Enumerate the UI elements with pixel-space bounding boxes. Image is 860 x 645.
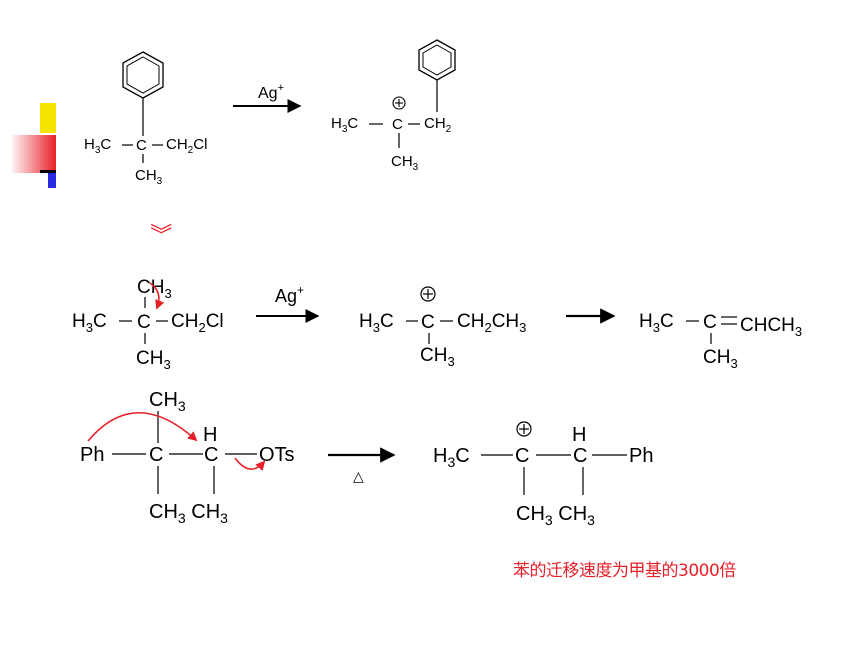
svg-text:CHCH3: CHCH3 (740, 315, 802, 339)
svg-text:C: C (137, 312, 151, 333)
svg-text:C: C (204, 444, 218, 466)
svg-text:H3C: H3C (72, 311, 107, 335)
reaction-2-product: H3C C CHCH3 CH3 (639, 311, 802, 371)
svg-text:C: C (573, 445, 587, 467)
svg-text:C: C (515, 445, 529, 467)
svg-text:Ph: Ph (80, 444, 104, 466)
svg-text:C: C (392, 116, 403, 133)
leaving-group-arrow (234, 457, 266, 471)
svg-text:Ag+: Ag+ (258, 82, 284, 102)
svg-text:C: C (703, 312, 717, 333)
carbocation-plus-icon (420, 286, 436, 302)
reagent-label: Ag (258, 85, 278, 102)
reaction-3-product: H3C C H C Ph CH3 CH3 (433, 421, 653, 528)
svg-text:CH3 CH3: CH3 CH3 (149, 501, 228, 526)
svg-text:CH2: CH2 (424, 115, 452, 135)
svg-text:C: C (421, 312, 435, 333)
svg-text:C: C (136, 137, 147, 154)
svg-text:CH3: CH3 (391, 153, 419, 173)
svg-text:CH3: CH3 (703, 347, 738, 371)
methyl-shift-arrow (149, 282, 165, 310)
svg-text:Ag+: Ag+ (275, 283, 304, 306)
svg-text:H3C: H3C (84, 136, 111, 156)
reaction-1-reactant: H3C C CH2Cl CH3 (84, 51, 207, 187)
reagent-charge: + (278, 82, 284, 94)
reaction-2-arrow-1: Ag+ (256, 283, 320, 323)
svg-text:H: H (203, 424, 217, 446)
svg-text:C: C (149, 444, 163, 466)
svg-text:H3C: H3C (433, 445, 470, 470)
reaction-1-arrow: Ag+ (233, 82, 302, 113)
phenyl-shift-arrow (87, 411, 198, 442)
carbocation-plus-icon (516, 421, 532, 437)
reaction-3-arrow: △ (328, 447, 396, 485)
svg-text:CH2Cl: CH2Cl (171, 311, 224, 335)
svg-text:CH2Cl: CH2Cl (166, 136, 207, 156)
svg-text:CH3 CH3: CH3 CH3 (516, 503, 595, 528)
heat-label: △ (353, 469, 364, 485)
svg-text:OTs: OTs (259, 444, 295, 466)
svg-text:H: H (572, 424, 586, 446)
svg-text:Ph: Ph (629, 445, 653, 467)
svg-text:H3C: H3C (331, 115, 358, 135)
reaction-3-reactant: CH3 Ph C H C OTs CH3 CH3 (80, 389, 295, 526)
svg-text:H3C: H3C (359, 311, 394, 335)
reaction-2-reactant: CH3 H3C C CH2Cl CH3 (72, 277, 224, 372)
reagent-charge: + (297, 283, 304, 297)
svg-text:CH3: CH3 (135, 167, 163, 187)
svg-text:CH3: CH3 (149, 389, 186, 414)
reaction-2-intermediate: H3C C CH2CH3 CH3 (359, 286, 526, 369)
reaction-1-product: H3C C CH2 CH3 (331, 39, 456, 173)
svg-text:CH2CH3: CH2CH3 (457, 311, 526, 335)
benzene-ring (122, 51, 164, 99)
chevron-down-icon: 》 (147, 223, 172, 245)
svg-text:CH3: CH3 (420, 345, 455, 369)
svg-text:H3C: H3C (639, 311, 674, 335)
svg-text:CH3: CH3 (137, 277, 172, 301)
carbocation-plus-icon (392, 96, 406, 110)
svg-text:CH3: CH3 (136, 348, 171, 372)
migration-rate-note: 苯的迁移速度为甲基的3000倍 (513, 561, 736, 581)
reagent-label: Ag (275, 286, 297, 306)
slide-accent (10, 103, 56, 188)
